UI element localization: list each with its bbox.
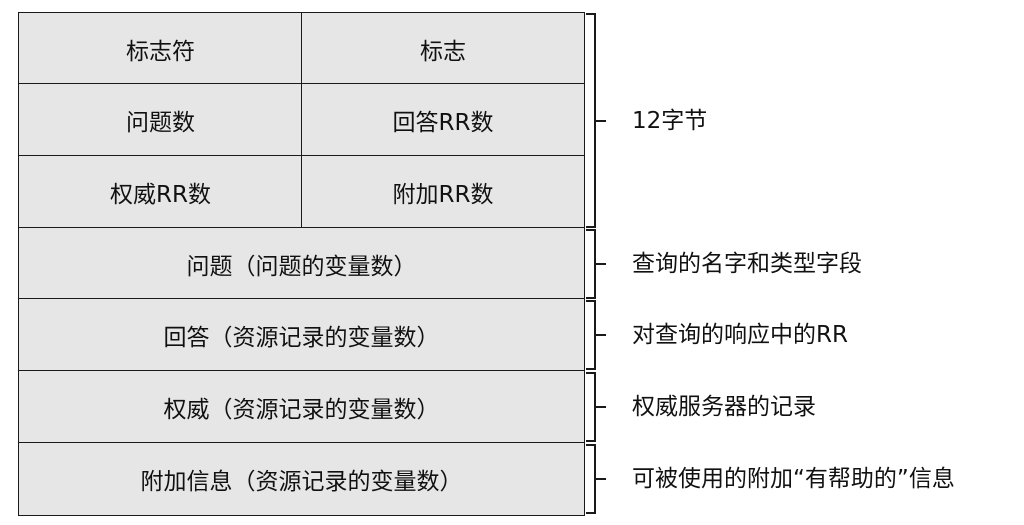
- section-authority: 权威（资源记录的变量数）: [18, 370, 585, 444]
- bracket-answers-tick: [596, 334, 606, 336]
- field-question-count-label: 问题数: [126, 110, 195, 136]
- field-additional-rr-count: 附加RR数: [301, 155, 585, 229]
- bracket-additional-tick: [596, 478, 606, 480]
- field-additional-rr-count-label: 附加RR数: [392, 182, 494, 208]
- annotation-authority: 权威服务器的记录: [632, 394, 816, 420]
- annotation-header-size: 12字节: [632, 108, 708, 134]
- field-flags-label: 标志: [420, 38, 466, 65]
- section-additional: 附加信息（资源记录的变量数）: [18, 442, 585, 516]
- annotation-answers: 对查询的响应中的RR: [632, 322, 848, 348]
- section-answers-label: 回答（资源记录的变量数）: [163, 325, 440, 351]
- field-authority-rr-count-label: 权威RR数: [110, 182, 211, 208]
- field-identifier-label: 标志符: [126, 38, 195, 65]
- field-identifier: 标志符: [18, 12, 303, 85]
- bracket-questions: [586, 229, 596, 299]
- annotation-questions: 查询的名字和类型字段: [632, 251, 862, 277]
- bracket-authority: [586, 372, 596, 442]
- bracket-answers: [586, 300, 596, 370]
- field-answer-rr-count-label: 回答RR数: [392, 110, 494, 136]
- field-answer-rr-count: 回答RR数: [301, 83, 585, 157]
- bracket-additional: [586, 444, 596, 514]
- section-answers: 回答（资源记录的变量数）: [18, 298, 585, 372]
- section-questions: 问题（问题的变量数）: [18, 227, 585, 300]
- field-authority-rr-count: 权威RR数: [18, 155, 303, 229]
- section-additional-label: 附加信息（资源记录的变量数）: [140, 469, 463, 495]
- field-flags: 标志: [301, 12, 585, 85]
- bracket-questions-tick: [596, 263, 606, 265]
- bracket-header: [586, 13, 596, 228]
- section-authority-label: 权威（资源记录的变量数）: [163, 397, 440, 423]
- field-question-count: 问题数: [18, 83, 303, 157]
- annotation-additional: 可被使用的附加“有帮助的”信息: [632, 466, 955, 492]
- bracket-authority-tick: [596, 406, 606, 408]
- section-questions-label: 问题（问题的变量数）: [186, 253, 417, 280]
- bracket-header-tick: [596, 120, 606, 122]
